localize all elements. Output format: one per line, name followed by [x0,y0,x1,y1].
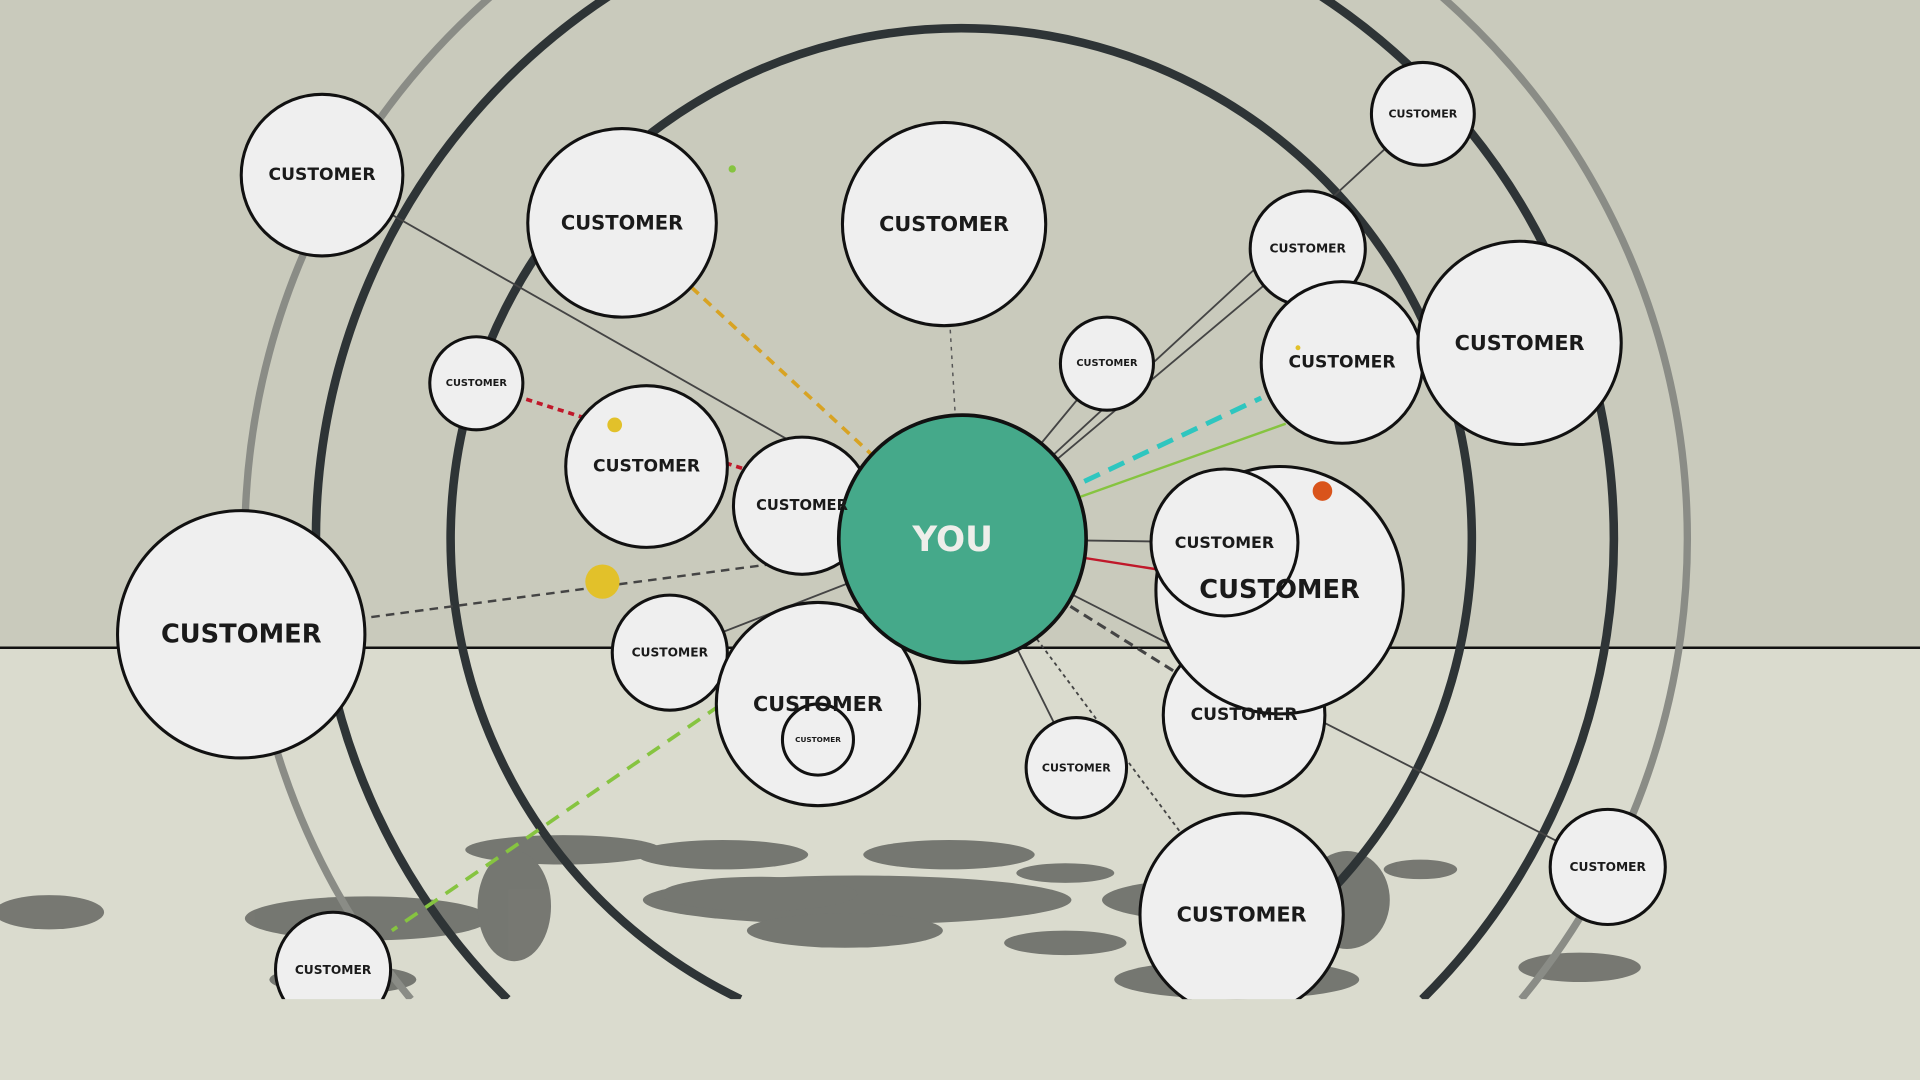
customer-label: CUSTOMER [1175,533,1274,552]
customer-node[interactable] [239,92,405,258]
shadow-blob [0,895,105,930]
customer-label: CUSTOMER [295,963,372,977]
shadow-blob [1016,863,1115,883]
customer-label: CUSTOMER [593,457,700,477]
shadow-blob [477,851,552,962]
customer-node[interactable] [1058,315,1155,412]
accent-dot [1312,481,1333,501]
you-label: YOU [911,520,993,560]
customer-label: CUSTOMER [1570,860,1647,874]
customer-label: CUSTOMER [1455,331,1585,355]
customer-node[interactable] [1138,811,1345,1016]
customer-label: CUSTOMER [161,619,322,649]
shadow-blob [661,876,858,912]
accent-dot [585,564,620,599]
customer-label: CUSTOMER [632,646,709,660]
customer-label: CUSTOMER [1388,107,1457,120]
connection-line [390,537,964,933]
customer-node[interactable] [428,335,525,432]
customer-label: CUSTOMER [1270,242,1347,256]
customer-label: CUSTOMER [1289,352,1396,372]
shadow-blob [636,840,809,870]
customer-node[interactable] [273,910,393,1027]
accent-dot [607,417,623,433]
customer-node[interactable] [1416,239,1623,447]
customer-label: CUSTOMER [879,212,1009,236]
customer-node[interactable] [1548,807,1667,927]
customer-label: CUSTOMER [1076,358,1138,369]
customer-label: CUSTOMER [756,497,848,514]
accent-dot [1295,345,1301,351]
customer-node[interactable] [1369,60,1476,167]
customer-node[interactable] [610,593,729,712]
inner-ring [446,23,1477,1000]
customer-label: CUSTOMER [753,692,883,716]
node-labels: YOU CUSTOMER CUSTOMER CUSTOMER CUSTOMER CUST… [161,107,1647,976]
customer-nodes [116,60,1667,1027]
customer-node[interactable] [1149,467,1300,618]
shadow-blob [863,840,1035,870]
customer-label: CUSTOMER [1042,761,1111,774]
customer-node[interactable] [840,120,1048,328]
shadow-blob [1383,859,1458,880]
customer-label: CUSTOMER [561,211,683,234]
customer-node[interactable] [1024,716,1129,820]
customer-node[interactable] [780,702,855,777]
accent-dot [728,165,736,173]
customer-label: CUSTOMER [269,165,376,185]
outer-ring [241,0,1691,1000]
customer-label: CUSTOMER [795,735,841,744]
shadow-blob [1004,930,1127,956]
customer-label: CUSTOMER [446,378,508,389]
customer-label: CUSTOMER [1199,575,1360,605]
customer-node[interactable] [564,384,729,549]
customer-label: CUSTOMER [1177,903,1307,927]
you-node[interactable] [836,413,1088,665]
accent-dots [585,165,1333,599]
customer-node[interactable] [116,509,367,760]
customer-label: CUSTOMER [1191,705,1298,725]
shadow-blob [746,913,943,948]
customer-node[interactable] [526,127,718,319]
